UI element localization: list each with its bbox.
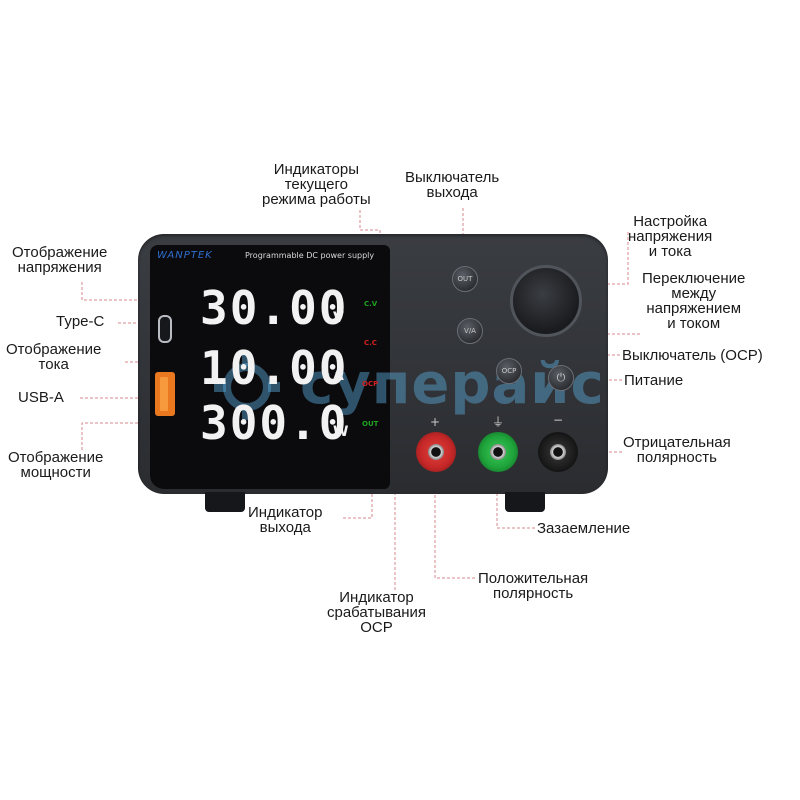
label-usb-a: USB-A [18,389,64,406]
negative-mark: − [553,413,564,427]
power-unit: W [333,424,349,440]
label-ocp-switch: Выключатель (OCP) [622,347,763,364]
ground-mark: ⏚ [492,415,505,429]
voltage-unit: V [333,310,344,326]
out-button[interactable]: OUT [452,266,478,292]
watermark-gear-icon [214,354,280,420]
negative-terminal[interactable] [538,432,578,472]
display-screen [150,245,390,489]
current-unit: A [333,368,344,384]
positive-mark: + [430,415,441,429]
label-ground: Зазаемление [537,520,631,537]
ocp-indicator: OCP [362,380,379,388]
power-button[interactable]: ⏻ [548,365,574,391]
device-foot-right [505,492,545,512]
type-c-port[interactable] [158,315,172,343]
label-power: Питание [624,372,684,389]
cc-indicator: C.C [364,339,377,347]
ground-terminal[interactable] [478,432,518,472]
positive-terminal[interactable] [416,432,456,472]
voltage-readout: 30.00 [200,281,349,335]
adjust-knob[interactable] [510,265,582,337]
va-button[interactable]: V/A [457,318,483,344]
usb-a-port-inner [160,377,168,411]
leader-positive [434,468,475,579]
out-indicator: OUT [362,420,379,428]
brand-logo: WANPTEK [157,250,213,261]
device-subtitle: Programmable DC power supply [245,251,375,260]
ocp-button[interactable]: OCP [496,358,522,384]
power-readout: 300.0 [200,396,349,450]
device-foot-left [205,492,245,512]
label-type-c: Type-C [56,313,105,330]
current-readout: 10.00 [200,341,349,395]
cv-indicator: C.V [364,300,378,308]
